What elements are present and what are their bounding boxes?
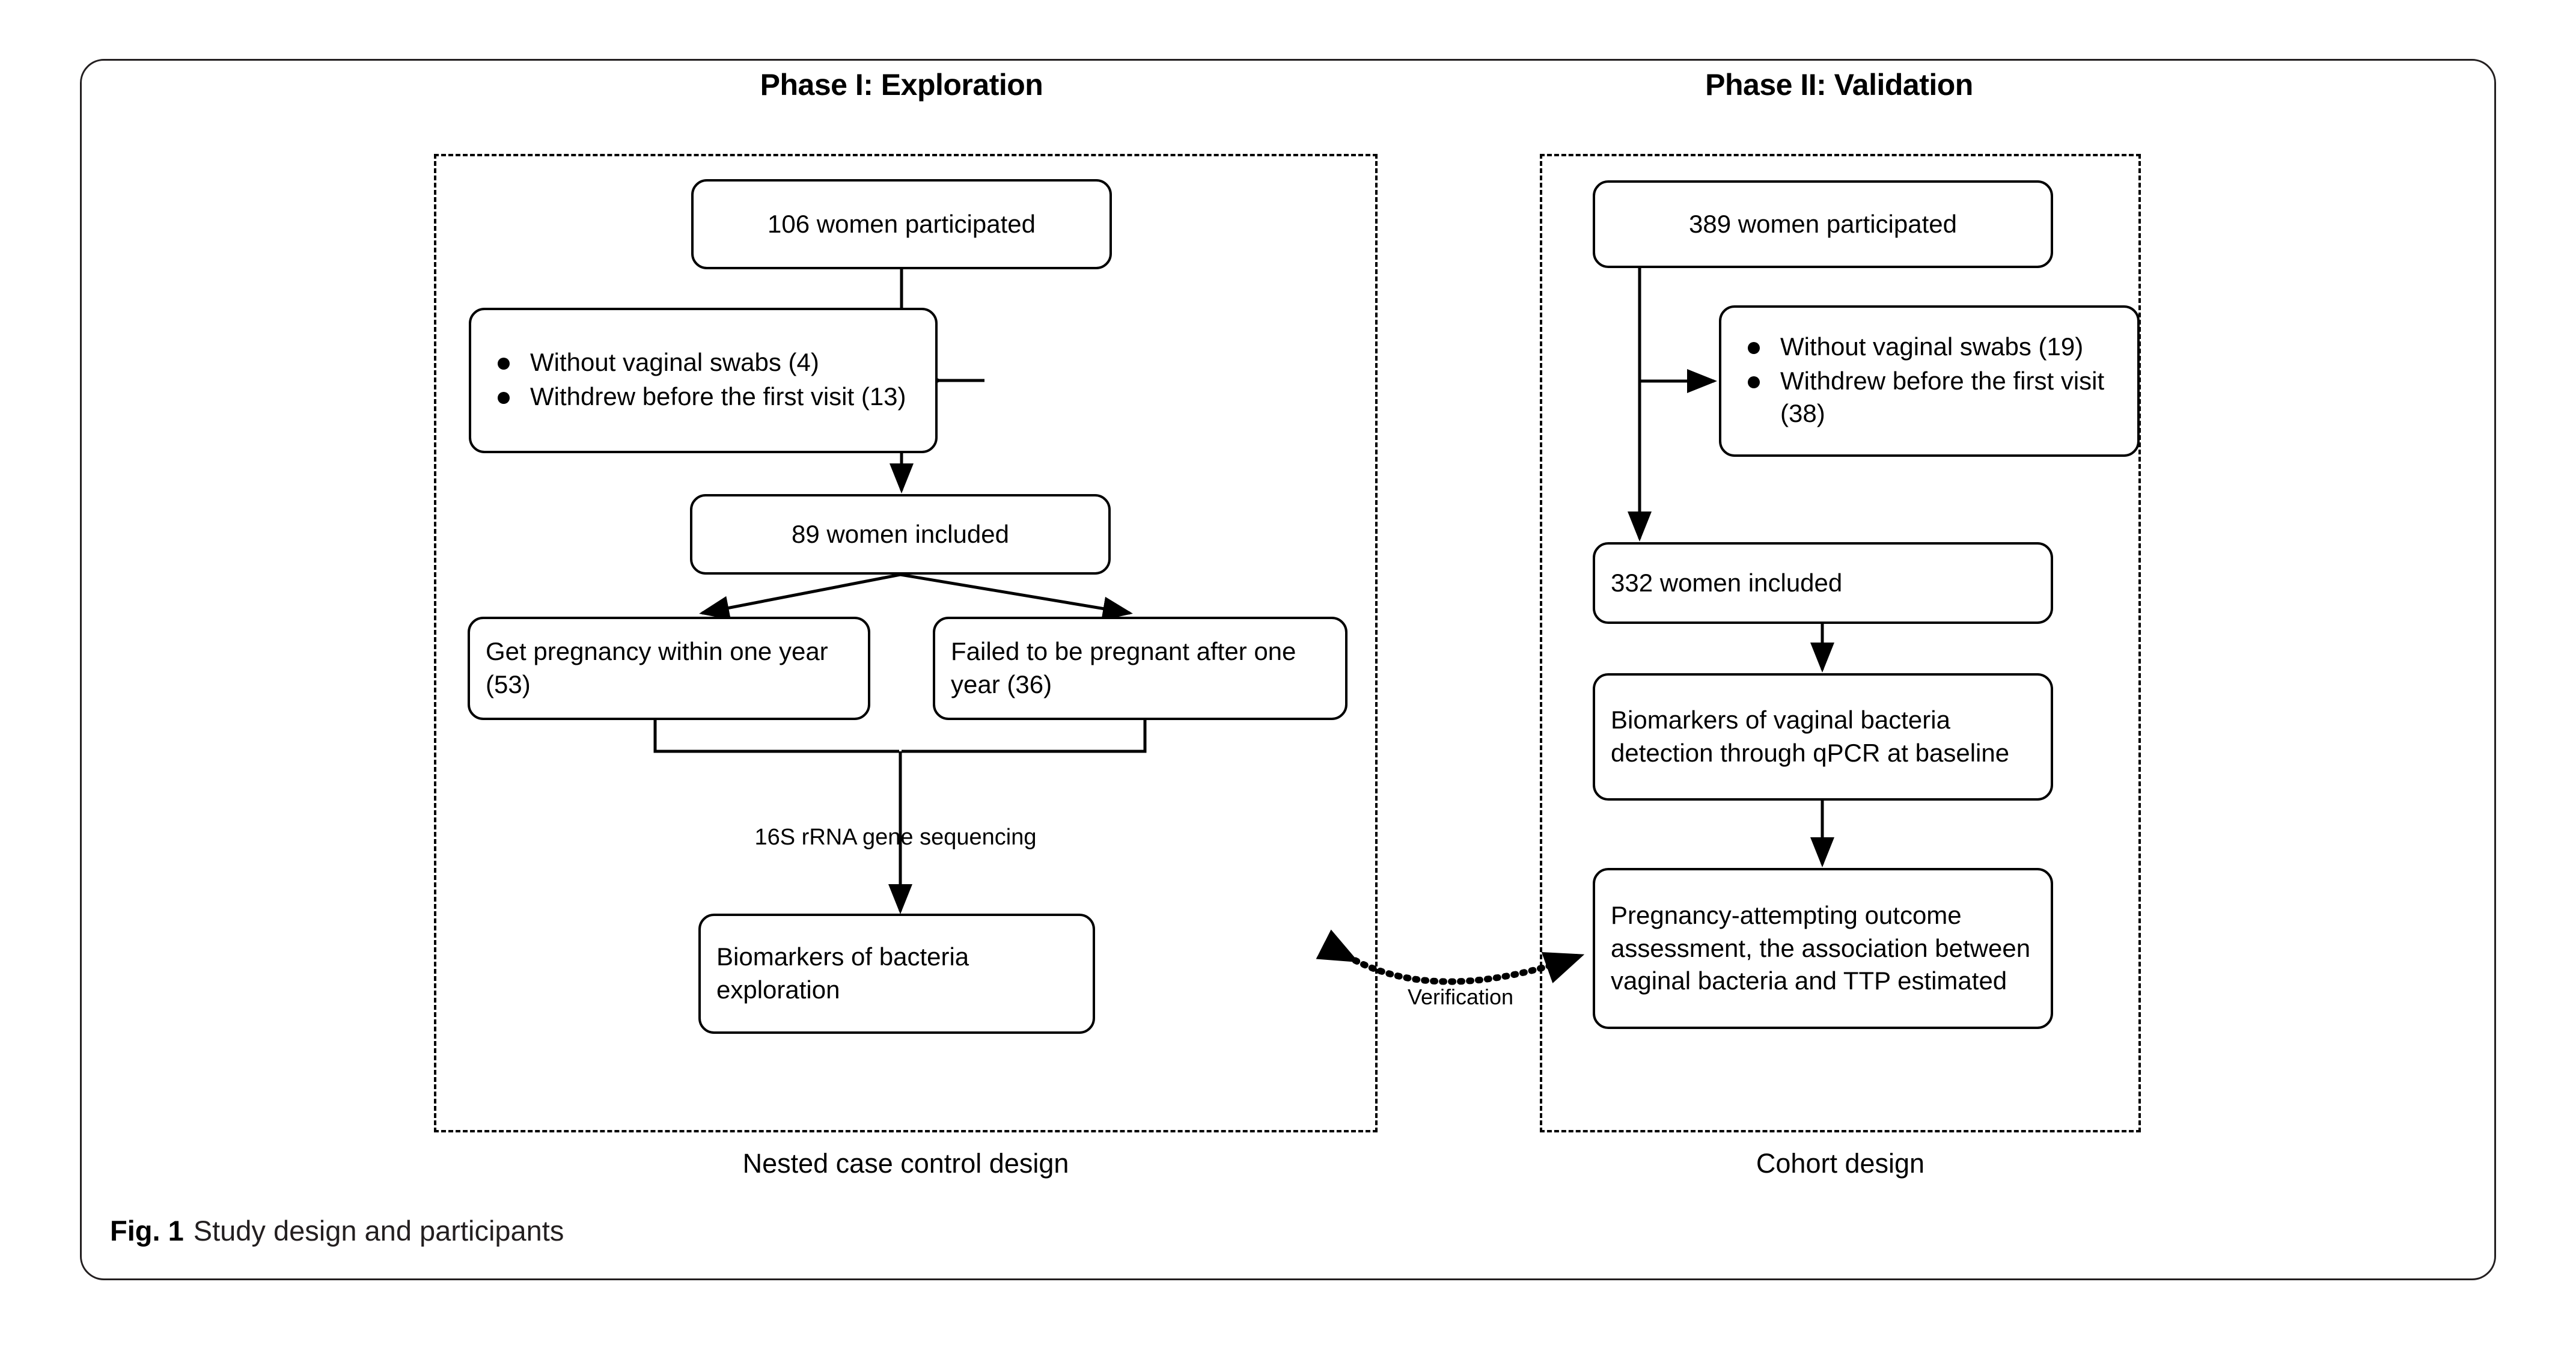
list-item: Without vaginal swabs (19) bbox=[1737, 331, 2126, 364]
node-left-included: 89 women included bbox=[690, 494, 1111, 575]
node-right-detection-label: Biomarkers of vaginal bacteria detection… bbox=[1611, 706, 2010, 767]
node-left-excluded-list: Without vaginal swabs (4) Withdrew befor… bbox=[471, 346, 935, 414]
node-right-detection: Biomarkers of vaginal bacteria detection… bbox=[1593, 673, 2053, 801]
node-right-assessment: Pregnancy-attempting outcome assessment,… bbox=[1593, 868, 2053, 1029]
node-left-outcome-label: Biomarkers of bacteria exploration bbox=[716, 942, 969, 1004]
node-left-participated-label: 106 women participated bbox=[768, 209, 1036, 238]
edge-label-verification: Verification bbox=[1407, 985, 1514, 1009]
phase-1-panel bbox=[434, 154, 1378, 1132]
phase-2-panel bbox=[1540, 154, 2141, 1132]
list-item: Withdrew before the first visit (13) bbox=[487, 380, 924, 414]
edge-label-sequencing: 16S rRNA gene sequencing bbox=[754, 825, 1037, 850]
node-left-not-pregnant-label: Failed to be pregnant after one year (36… bbox=[951, 637, 1296, 698]
node-right-excluded: Without vaginal swabs (19) Withdrew befo… bbox=[1719, 305, 2140, 457]
node-right-participated-label: 389 women participated bbox=[1689, 209, 1957, 238]
node-left-not-pregnant: Failed to be pregnant after one year (36… bbox=[933, 617, 1348, 720]
node-right-included-label: 332 women included bbox=[1611, 568, 1843, 597]
node-left-pregnant: Get pregnancy within one year (53) bbox=[468, 617, 870, 720]
figure-caption: Fig. 1 Study design and participants bbox=[110, 1214, 564, 1247]
node-left-included-label: 89 women included bbox=[792, 519, 1009, 548]
node-right-participated: 389 women participated bbox=[1593, 180, 2053, 268]
node-left-outcome: Biomarkers of bacteria exploration bbox=[698, 914, 1095, 1034]
caption-cohort-design: Cohort design bbox=[1756, 1148, 1925, 1179]
figure-caption-label: Fig. 1 bbox=[110, 1215, 184, 1247]
list-item: Without vaginal swabs (4) bbox=[487, 346, 924, 379]
caption-nested-case-control: Nested case control design bbox=[742, 1148, 1069, 1179]
phase-2-title: Phase II: Validation bbox=[1705, 68, 1973, 102]
node-left-excluded: Without vaginal swabs (4) Withdrew befor… bbox=[469, 308, 938, 453]
node-right-included: 332 women included bbox=[1593, 542, 2053, 624]
node-right-excluded-list: Without vaginal swabs (19) Withdrew befo… bbox=[1721, 331, 2137, 432]
list-item: Withdrew before the first visit (38) bbox=[1737, 365, 2126, 430]
node-right-assessment-label: Pregnancy-attempting outcome assessment,… bbox=[1611, 901, 2031, 995]
figure-caption-text: Study design and participants bbox=[193, 1215, 564, 1247]
node-left-participated: 106 women participated bbox=[691, 179, 1112, 269]
phase-1-title: Phase I: Exploration bbox=[760, 68, 1043, 102]
node-left-pregnant-label: Get pregnancy within one year (53) bbox=[486, 637, 828, 698]
